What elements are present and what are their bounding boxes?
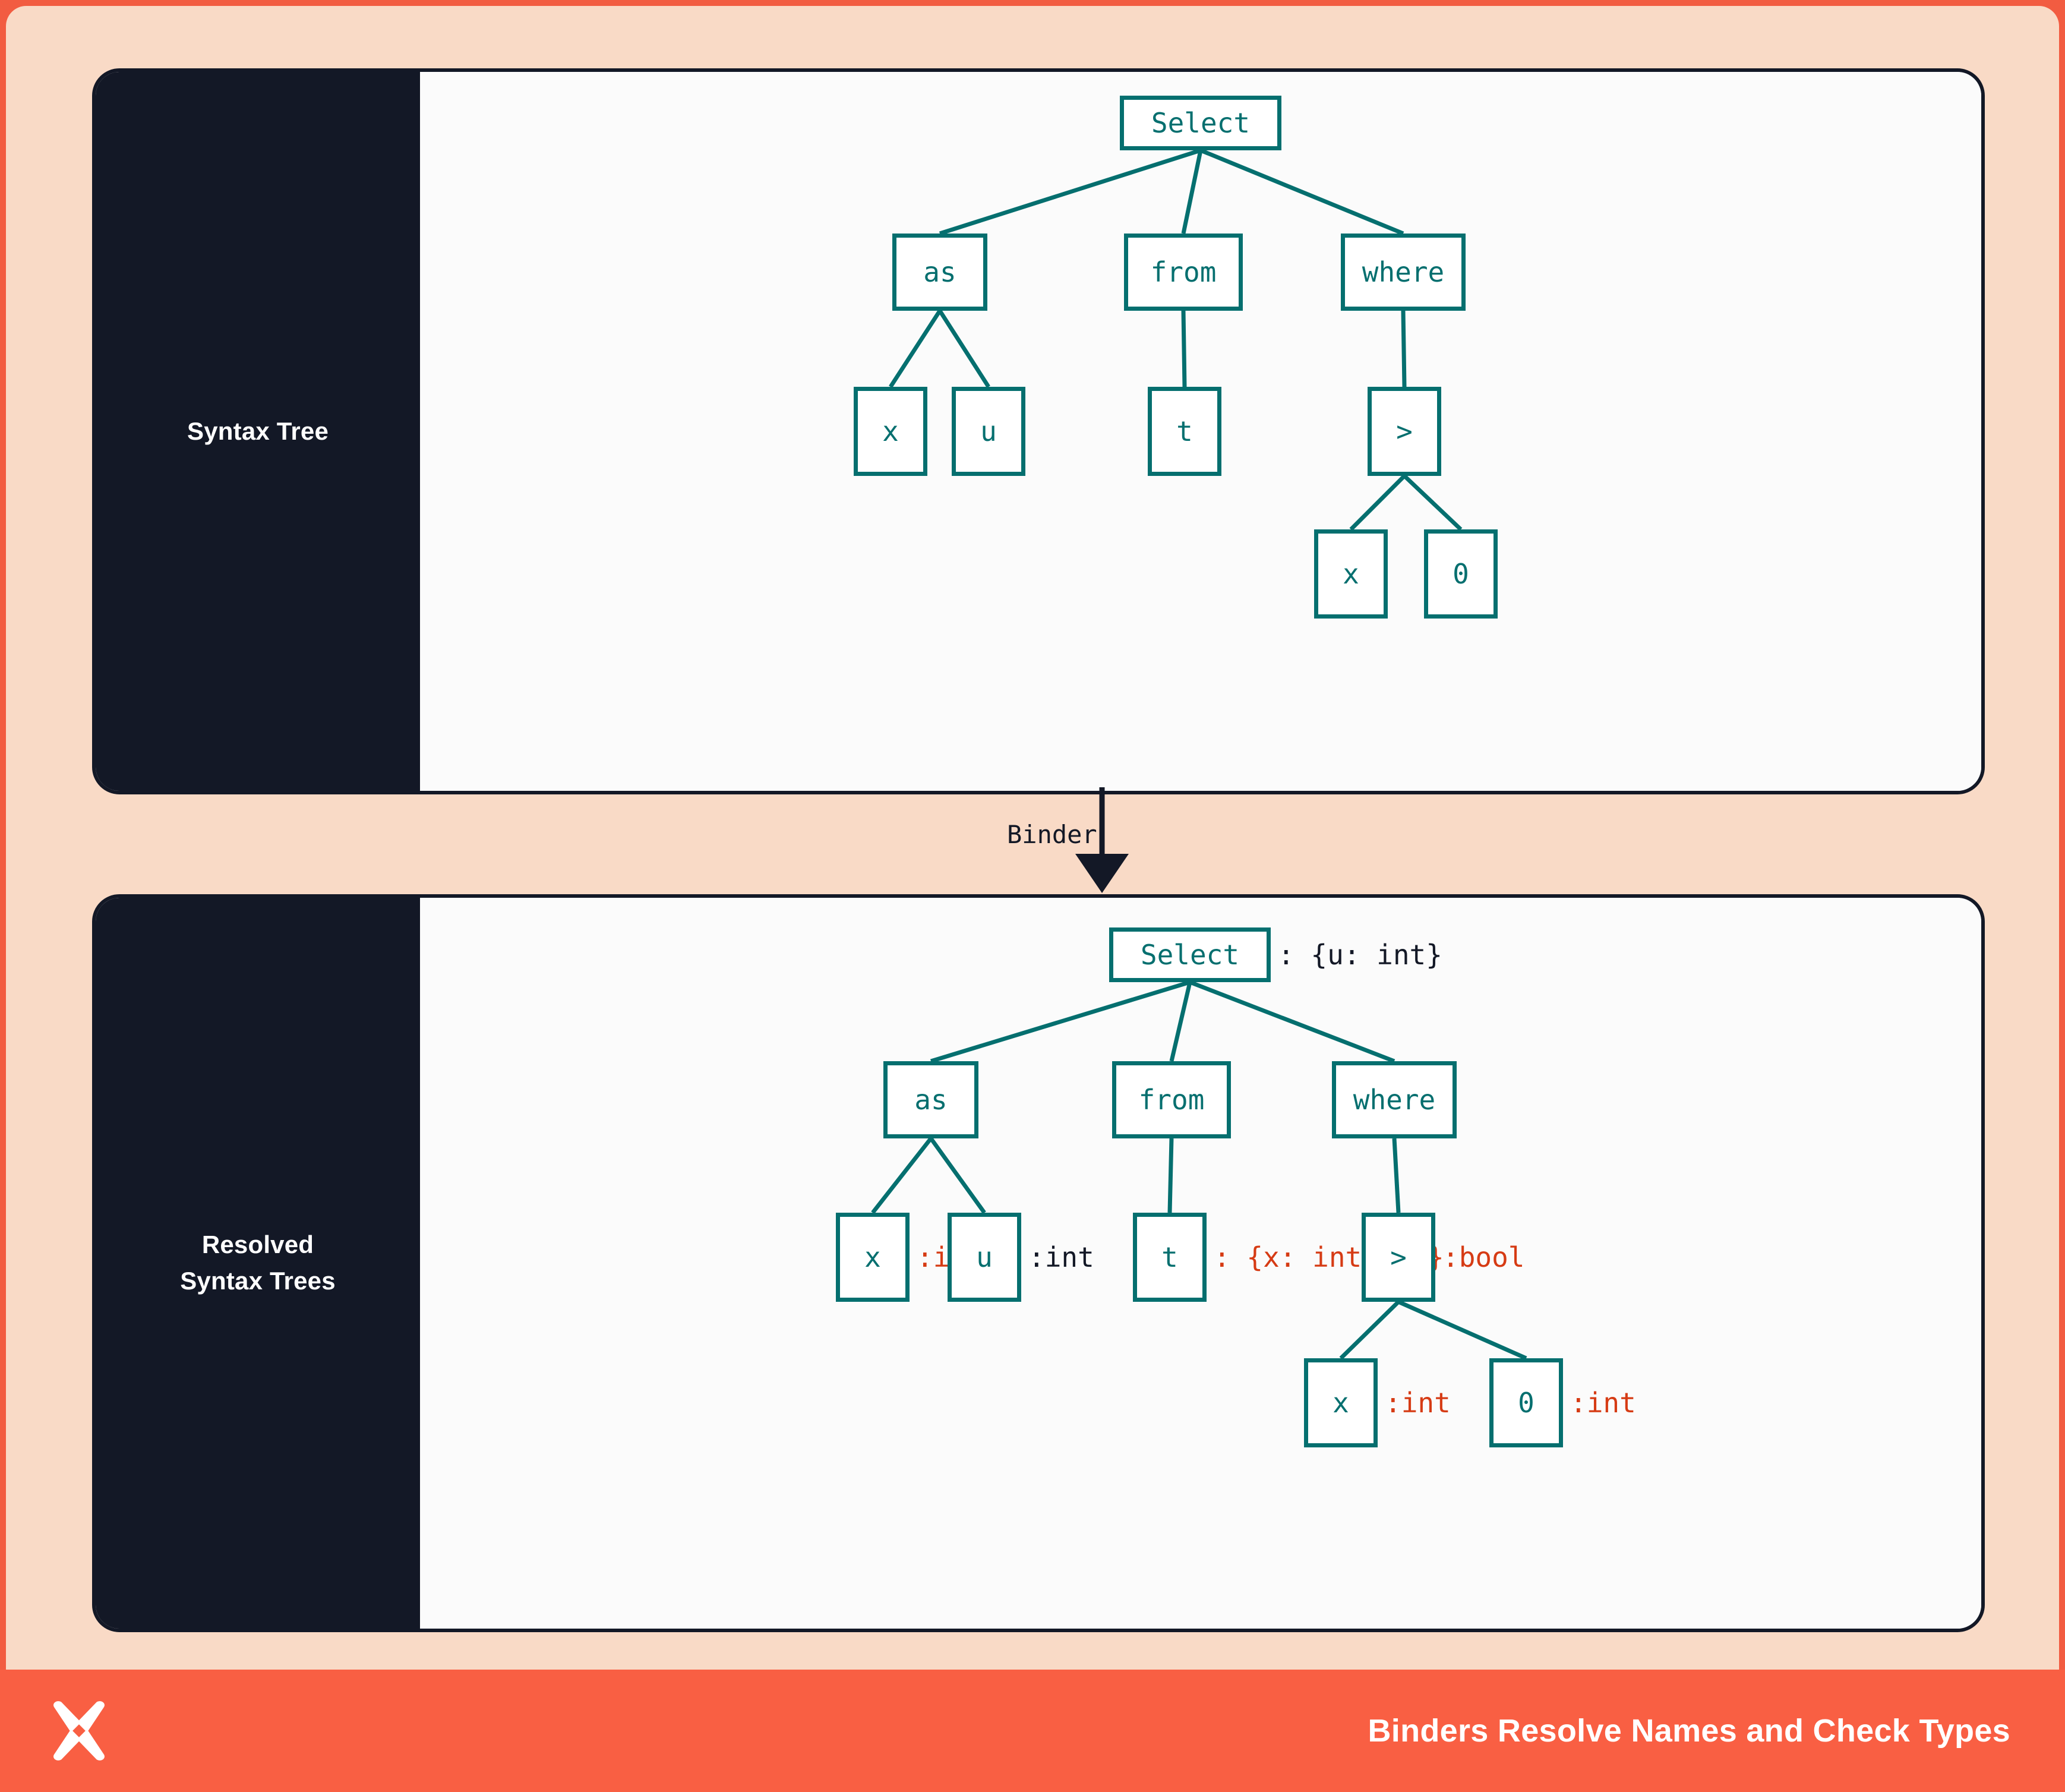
tree-node-gt-x: x xyxy=(1314,529,1388,619)
tree-edge-select-from xyxy=(1181,150,1203,234)
tree-edge-from-from-t xyxy=(1181,310,1187,387)
tree-edge-select-where xyxy=(1199,148,1404,236)
tree-node-where: where xyxy=(1341,234,1466,311)
tree-edge-gt-gt-0 xyxy=(1397,1299,1527,1361)
panel-syntax-tree-label: Syntax Tree xyxy=(96,72,420,791)
tree-edge-from-from-t xyxy=(1167,1138,1174,1213)
tree-node-as-u: u xyxy=(948,1213,1021,1302)
tree-edge-as-as-u xyxy=(938,310,990,388)
tree-node-as-u: u xyxy=(952,387,1025,476)
tree-edge-where-gt xyxy=(1401,310,1407,387)
binder-transition: Binder xyxy=(92,787,1978,894)
tree-edge-gt-gt-x xyxy=(1339,1300,1400,1360)
tree-node-select: Select xyxy=(1109,927,1271,982)
tree-edge-select-from xyxy=(1169,982,1192,1062)
type-annotation-gt: :bool xyxy=(1442,1241,1525,1273)
tree-node-as-x: x xyxy=(854,387,927,476)
tree-node-from: from xyxy=(1124,234,1243,311)
butterfly-x-logo xyxy=(53,1701,105,1761)
syntax-tree-edges xyxy=(889,148,1463,531)
tree-edge-as-as-x xyxy=(889,310,942,388)
tree-node-gt-0: 0 xyxy=(1424,529,1498,619)
tree-node-as: as xyxy=(892,234,987,311)
resolved-tree-canvas: Select: {u: int}asfromwherex:intu:intt: … xyxy=(420,898,1981,1629)
tree-edge-select-as xyxy=(939,148,1202,236)
footer-caption: Binders Resolve Names and Check Types xyxy=(1368,1713,2010,1749)
type-annotation-gt-0: :int xyxy=(1570,1387,1636,1419)
tree-node-from: from xyxy=(1112,1061,1231,1138)
tree-edge-select-where xyxy=(1189,980,1395,1064)
tree-node-gt-x: x xyxy=(1304,1358,1378,1447)
tree-edge-gt-gt-x xyxy=(1349,474,1406,531)
tree-node-where: where xyxy=(1332,1061,1457,1138)
tree-edge-select-as xyxy=(930,980,1191,1064)
tree-node-as-x: x xyxy=(836,1213,910,1302)
tree-edge-gt-gt-0 xyxy=(1403,474,1463,531)
down-arrow-icon xyxy=(1075,787,1129,893)
tree-edge-as-as-u xyxy=(929,1137,986,1214)
type-annotation-select: : {u: int} xyxy=(1278,939,1442,971)
type-annotation-gt-x: :int xyxy=(1385,1387,1451,1419)
footer-bar: Binders Resolve Names and Check Types xyxy=(0,1670,2065,1792)
tree-edge-where-gt xyxy=(1392,1138,1401,1213)
tree-node-gt: > xyxy=(1368,387,1441,476)
tree-node-as: as xyxy=(883,1061,978,1138)
tree-node-gt-0: 0 xyxy=(1489,1358,1563,1447)
tree-node-from-t: t xyxy=(1133,1213,1207,1302)
tree-node-from-t: t xyxy=(1148,387,1221,476)
type-annotation-as-u: :int xyxy=(1028,1241,1094,1273)
resolved-tree-edges xyxy=(871,980,1527,1361)
tree-edge-as-as-x xyxy=(871,1137,933,1214)
tree-node-select: Select xyxy=(1120,96,1281,150)
binder-label: Binder xyxy=(1007,820,1097,849)
tree-node-gt: > xyxy=(1362,1213,1435,1302)
